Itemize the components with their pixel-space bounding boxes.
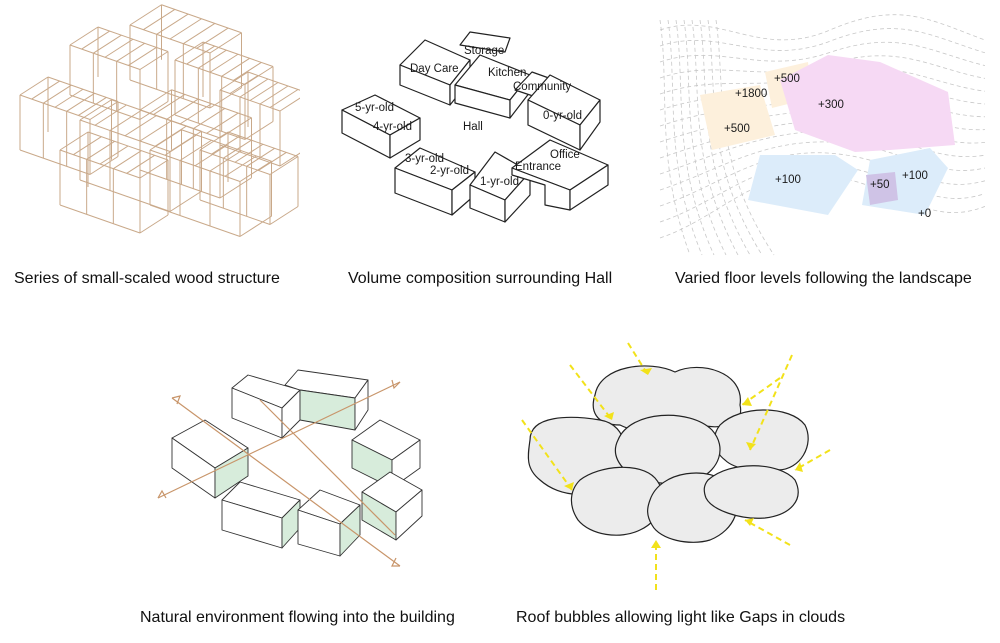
label-1-yr-old: 1-yr-old	[480, 176, 519, 188]
light-arrow-4	[741, 377, 781, 406]
volume-composition-drawing: Storage Day Care Kitchen Community 5-yr-…	[341, 31, 609, 223]
floor-orange-left	[700, 85, 775, 150]
label-kitchen: Kitchen	[488, 67, 526, 79]
caption-wood-structure: Series of small-scaled wood structure	[14, 270, 280, 287]
level-500-left: +500	[724, 123, 750, 135]
light-arrow-3	[521, 419, 573, 491]
level-500-top: +500	[774, 73, 800, 85]
caption-roof-bubbles: Roof bubbles allowing light like Gaps in…	[516, 609, 846, 626]
floor-levels-drawing: +500 +1800 +300 +500 +100 +50 +100 +0	[659, 14, 986, 256]
label-4-yr-old: 4-yr-old	[373, 121, 412, 133]
flow-arrow-2	[157, 381, 401, 499]
label-3-yr-old: 3-yr-old	[405, 153, 444, 165]
caption-floor-levels: Varied floor levels following the landsc…	[675, 270, 972, 287]
caption-natural-environment: Natural environment flowing into the bui…	[140, 609, 455, 626]
flow-arrow-1	[171, 397, 401, 567]
level-100-right: +100	[902, 170, 928, 182]
floor-pink	[780, 55, 955, 152]
light-arrow-7	[744, 519, 791, 546]
storage-volume	[459, 31, 511, 53]
level-50: +50	[870, 179, 890, 191]
natural-environment-panel	[150, 360, 430, 580]
label-community: Community	[513, 81, 571, 93]
floor-purple	[866, 172, 898, 205]
flow-arrow-3	[259, 399, 396, 536]
level-100-left: +100	[775, 174, 801, 186]
wood-structure-drawing	[19, 4, 309, 237]
label-0-yr-old: 0-yr-old	[543, 110, 582, 122]
label-2-yr-old: 2-yr-old	[430, 165, 469, 177]
level-300: +300	[818, 99, 844, 111]
label-entrance: Entrance	[515, 161, 561, 173]
floor-levels-panel: +500 +1800 +300 +500 +100 +50 +100 +0	[655, 10, 986, 260]
level-0: +0	[918, 208, 931, 220]
label-hall: Hall	[463, 121, 483, 133]
light-arrow-5	[749, 354, 793, 451]
natural-environment-drawing	[157, 369, 423, 567]
label-office: Office	[550, 149, 580, 161]
bubble-bottom-right	[703, 465, 799, 519]
label-day-care: Day Care	[410, 63, 459, 75]
light-arrow-2	[569, 364, 613, 421]
roof-bubbles-panel	[515, 340, 845, 600]
label-5-yr-old: 5-yr-old	[355, 102, 394, 114]
volume-composition-panel: Storage Day Care Kitchen Community 5-yr-…	[330, 20, 630, 250]
roof-bubbles-drawing	[521, 342, 831, 590]
bubble-right	[714, 409, 809, 472]
label-storage: Storage	[464, 45, 504, 57]
caption-volume-composition: Volume composition surrounding Hall	[348, 270, 613, 287]
bubble-bottom-left	[570, 466, 664, 536]
floor-blue-left	[748, 155, 858, 215]
level-1800: +1800	[735, 88, 767, 100]
wood-structure-panel	[0, 0, 309, 250]
